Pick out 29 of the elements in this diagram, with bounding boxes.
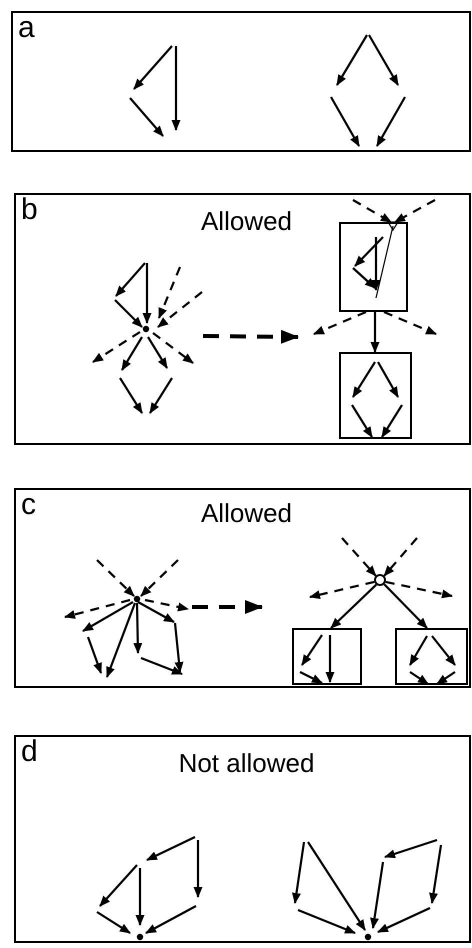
panel-frame [14,735,471,943]
module-box [338,222,408,312]
panel-frame [14,488,471,688]
panel-letter: d [21,735,38,769]
arrow [394,199,436,223]
panel-frame [11,11,471,152]
arrow [309,580,375,600]
panel-letter: c [21,488,36,522]
module-box [338,352,412,438]
arrow [192,600,263,614]
arrow [352,199,392,223]
arrow [313,310,366,336]
module-box [394,628,468,684]
panel-heading: Allowed [200,206,292,236]
panel-letter: b [21,193,38,227]
module-box [292,628,362,684]
arrow [383,583,428,629]
junction-circle [374,574,386,586]
arrow [370,312,380,353]
arrow [341,537,377,576]
panel-heading: Allowed [200,498,292,528]
arrow [330,584,378,629]
panel-letter: a [18,11,35,45]
arrow [383,537,418,576]
panel-frame [14,193,471,445]
panel-heading: Not allowed [178,748,314,778]
arrow [202,330,299,344]
arrow [384,310,437,336]
arrow [385,580,453,598]
